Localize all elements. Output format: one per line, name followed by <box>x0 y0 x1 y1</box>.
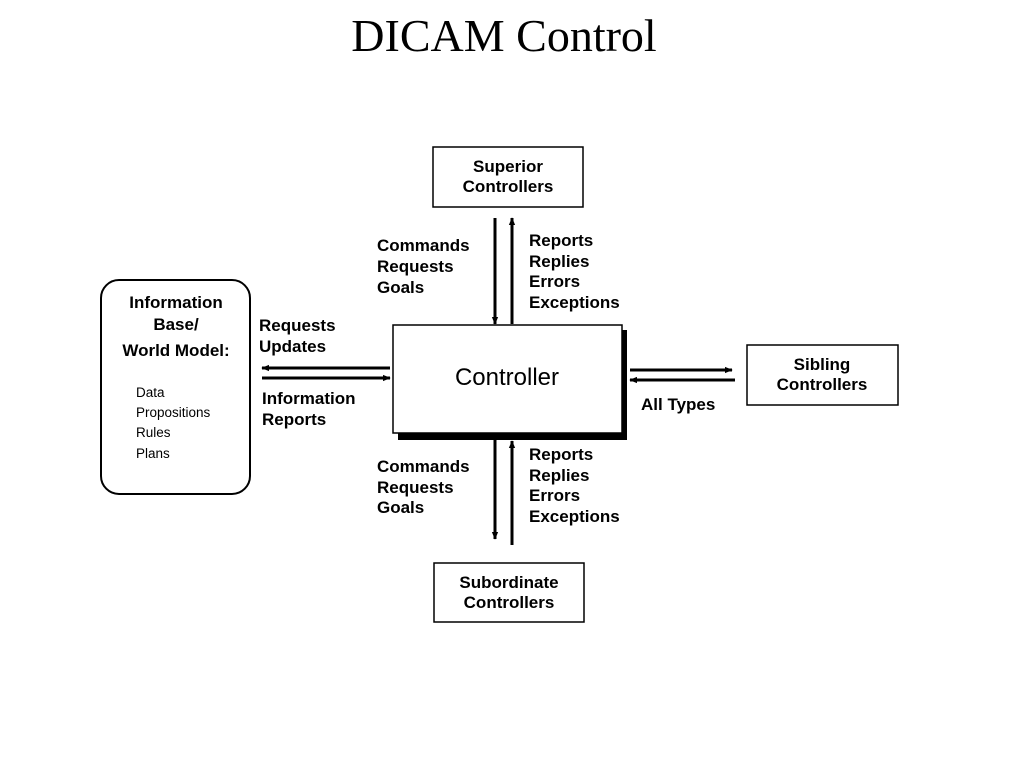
label-info-from-base: Information Reports <box>262 389 356 429</box>
label-subordinate-commands: Commands <box>377 457 470 476</box>
slide-title: DICAM Control <box>351 10 657 61</box>
label-subordinate-down: Commands Requests Goals <box>377 457 470 517</box>
sibling-line-2: Controllers <box>777 375 868 394</box>
subordinate-line-1: Subordinate <box>459 573 558 592</box>
label-subordinate-goals: Goals <box>377 498 424 517</box>
label-superior-up: Reports Replies Errors Exceptions <box>529 231 620 312</box>
sibling-controllers-node: Sibling Controllers <box>746 344 899 406</box>
superior-controllers-node: Superior Controllers <box>432 146 584 208</box>
controller-node: Controller <box>392 324 627 440</box>
info-base-line-2: Base/ <box>153 315 199 334</box>
label-superior-commands: Commands <box>377 236 470 255</box>
info-base-item-propositions: Propositions <box>136 405 211 420</box>
info-base-item-rules: Rules <box>136 425 171 440</box>
label-superior-errors: Errors <box>529 272 580 291</box>
label-subordinate-requests: Requests <box>377 478 454 497</box>
label-info-information: Information <box>262 389 356 408</box>
superior-line-2: Controllers <box>463 177 554 196</box>
subordinate-line-2: Controllers <box>464 593 555 612</box>
superior-line-1: Superior <box>473 157 543 176</box>
label-subordinate-reports: Reports <box>529 445 593 464</box>
info-base-item-data: Data <box>136 385 165 400</box>
info-base-line-1: Information <box>129 293 223 312</box>
information-base-node: Information Base/ World Model: Data Prop… <box>100 279 251 495</box>
info-base-item-plans: Plans <box>136 446 170 461</box>
label-superior-down: Commands Requests Goals <box>377 236 470 297</box>
info-base-line-3: World Model: <box>122 341 229 360</box>
label-info-reports: Reports <box>262 410 326 429</box>
label-info-updates: Updates <box>259 337 326 356</box>
label-sibling-all-types: All Types <box>641 395 715 414</box>
subordinate-controllers-node: Subordinate Controllers <box>433 562 585 623</box>
label-superior-goals: Goals <box>377 278 424 297</box>
controller-label: Controller <box>455 364 559 391</box>
sibling-line-1: Sibling <box>794 355 851 374</box>
label-info-to-base: Requests Updates <box>259 316 336 356</box>
label-superior-replies: Replies <box>529 252 589 271</box>
label-subordinate-errors: Errors <box>529 486 580 505</box>
label-subordinate-replies: Replies <box>529 466 589 485</box>
label-superior-requests: Requests <box>377 257 454 276</box>
label-subordinate-up: Reports Replies Errors Exceptions <box>529 445 620 526</box>
label-subordinate-exceptions: Exceptions <box>529 507 620 526</box>
label-superior-reports: Reports <box>529 231 593 250</box>
label-superior-exceptions: Exceptions <box>529 293 620 312</box>
label-info-requests: Requests <box>259 316 336 335</box>
